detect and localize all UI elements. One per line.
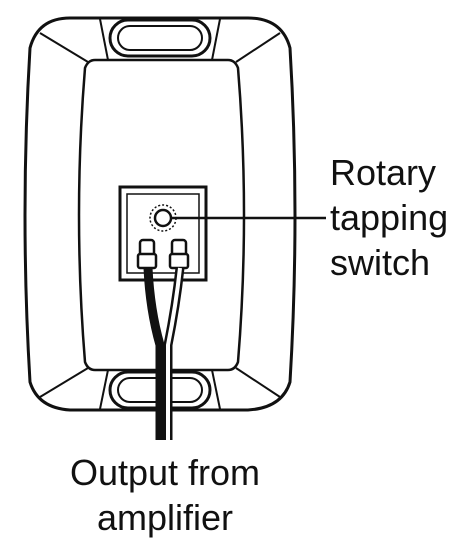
rotary-label-line-2: tapping <box>330 197 449 238</box>
amplifier-output-label: Output from amplifier <box>30 450 300 540</box>
input-terminals <box>136 238 190 270</box>
amplifier-cable <box>143 267 185 440</box>
rotary-switch-label: Rotary tapping switch <box>330 150 448 285</box>
cabinet-bevels <box>39 18 281 410</box>
speaker-cabinet-outline <box>23 16 297 412</box>
top-mounting-slot <box>108 18 212 58</box>
speaker-front-panel <box>77 58 246 372</box>
rotary-label-line-1: Rotary <box>330 152 437 193</box>
output-label-line-2: amplifier <box>96 497 234 538</box>
output-label-line-1: Output from <box>69 452 261 493</box>
rotary-label-line-3: switch <box>330 242 431 283</box>
terminal-panel <box>118 185 208 282</box>
